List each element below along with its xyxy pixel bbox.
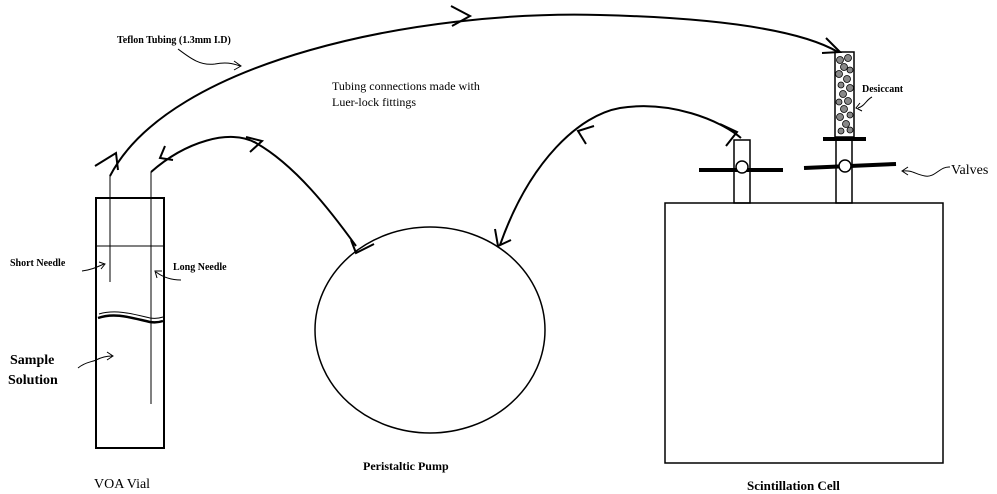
arrowhead: [350, 239, 375, 255]
desiccant-granules: [835, 54, 854, 135]
teflon-tubing-label: Teflon Tubing (1.3mm I.D): [117, 35, 231, 46]
peristaltic-pump-label: Peristaltic Pump: [363, 459, 449, 473]
arrowhead: [719, 123, 739, 147]
pump-to-vial-tubing: [150, 135, 357, 247]
arrowhead: [245, 136, 265, 153]
sample-pointer: [77, 355, 113, 369]
desiccant-pointer: [857, 96, 873, 109]
arrowhead: [494, 228, 512, 248]
arrowhead: [94, 151, 119, 171]
arrowhead: [901, 166, 909, 176]
peristaltic-pump: [314, 226, 546, 434]
cell-body: [664, 202, 944, 464]
connections-note-line1: Tubing connections made with: [332, 79, 480, 93]
sample-label-line1: Sample: [10, 353, 54, 368]
voa-vial: [95, 172, 165, 449]
short-needle-pointer: [81, 263, 105, 272]
arrowhead: [855, 102, 863, 112]
vial-body: [95, 197, 165, 449]
teflon-tubing-arc: [109, 13, 839, 177]
arrowhead: [576, 125, 595, 145]
connections-note-line2: Luer-lock fittings: [332, 95, 416, 109]
solution-surface: [97, 314, 164, 324]
arrowhead: [233, 60, 242, 71]
left-valve-knob: [735, 160, 749, 174]
arrowhead: [154, 270, 162, 279]
valves-label: Valves: [951, 163, 988, 178]
teflon-pointer: [177, 48, 241, 67]
arrowhead: [158, 145, 174, 161]
sample-label-line2: Solution: [8, 373, 58, 388]
right-valve-knob: [838, 159, 852, 173]
valves-pointer: [902, 166, 951, 177]
voa-vial-label: VOA Vial: [94, 477, 150, 492]
arrowhead: [450, 5, 473, 27]
solution-surface-2: [98, 311, 164, 319]
desiccant-label: Desiccant: [862, 84, 904, 95]
arrowhead: [106, 351, 114, 361]
long-needle-label: Long Needle: [173, 262, 227, 273]
scintillation-cell-label: Scintillation Cell: [747, 478, 840, 493]
scintillation-cell: [664, 51, 944, 464]
long-needle-pointer: [155, 271, 182, 281]
arrowhead: [98, 261, 106, 270]
desiccant-column: [834, 51, 855, 138]
short-needle-label: Short Needle: [10, 258, 66, 269]
cell-to-pump-tubing: [499, 105, 742, 246]
